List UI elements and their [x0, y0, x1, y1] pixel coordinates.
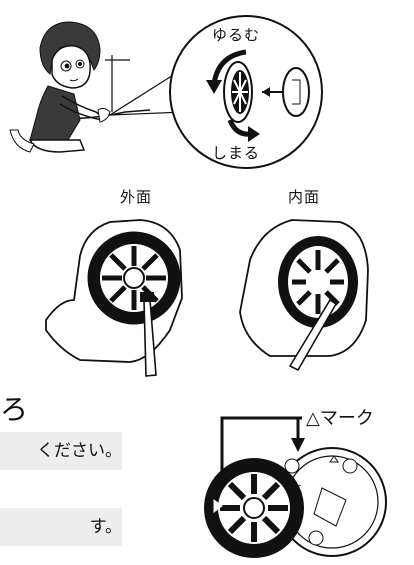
triangle-mark-label: △マーク: [306, 408, 374, 429]
top-mark: 上: [290, 480, 303, 494]
tighten-label: しまる: [212, 144, 261, 162]
note-line-2: す。: [0, 508, 122, 546]
loosen-label: ゆるむ: [212, 26, 261, 44]
cutoff-heading: ろ: [0, 393, 29, 426]
outer-surface-label: 外面: [120, 188, 153, 206]
note-line-1: ください。: [0, 432, 122, 470]
inner-surface-label: 内面: [288, 188, 321, 206]
